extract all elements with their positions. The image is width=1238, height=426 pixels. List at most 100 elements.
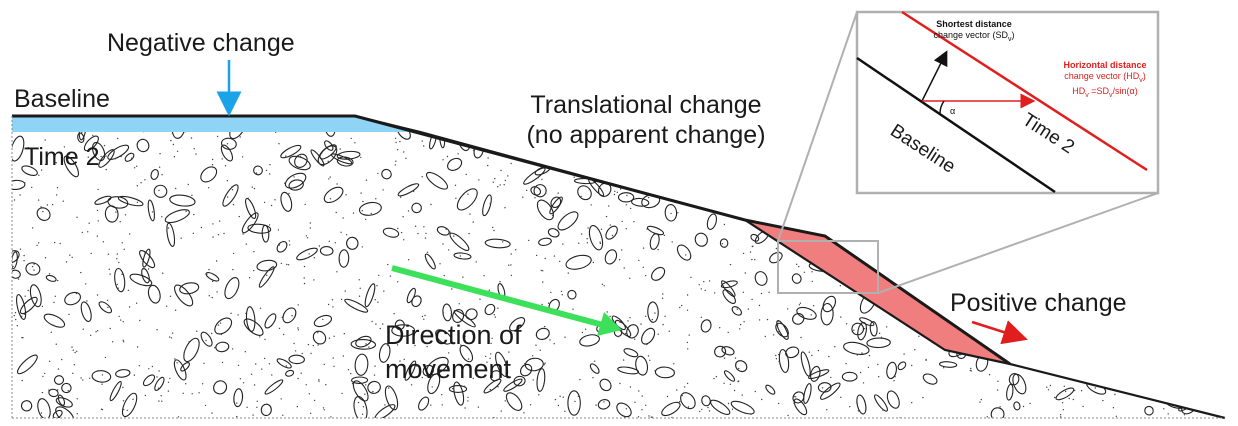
sediment-clast <box>215 341 230 353</box>
sediment-grain <box>116 258 118 260</box>
sediment-clast <box>533 184 547 198</box>
sediment-grain <box>372 283 374 286</box>
sediment-grain <box>625 228 627 230</box>
sediment-grain <box>96 235 99 237</box>
sediment-grain <box>467 396 469 399</box>
sediment-grain <box>1172 229 1175 231</box>
sediment-grain <box>291 314 293 317</box>
sediment-grain <box>97 220 99 222</box>
sediment-grain <box>1104 344 1106 346</box>
sediment-clast <box>1144 405 1154 416</box>
sediment-grain <box>143 268 145 270</box>
sediment-grain <box>502 241 504 243</box>
sediment-grain <box>361 246 363 248</box>
sediment-grain <box>811 271 813 273</box>
sediment-grain <box>288 240 291 242</box>
sediment-grain <box>609 315 611 318</box>
sediment-clast <box>1081 194 1091 204</box>
sediment-grain <box>116 283 119 286</box>
sediment-grain <box>903 353 905 355</box>
sediment-grain <box>493 229 495 232</box>
sediment-grain <box>303 282 306 285</box>
sediment-grain <box>490 144 492 146</box>
sediment-grain <box>253 384 256 386</box>
sediment-clast <box>109 381 122 402</box>
sediment-grain <box>544 362 546 364</box>
sediment-clast <box>635 355 649 376</box>
sediment-grain <box>1115 415 1118 417</box>
sediment-grain <box>1109 346 1112 349</box>
sediment-grain <box>959 211 961 213</box>
sediment-grain <box>80 377 82 379</box>
sediment-grain <box>533 185 536 188</box>
sediment-grain <box>918 335 920 337</box>
sediment-grain <box>715 375 718 378</box>
sediment-grain <box>1195 234 1197 237</box>
sediment-grain <box>458 303 460 305</box>
sediment-grain <box>540 269 542 272</box>
sediment-grain <box>180 237 182 239</box>
sediment-clast <box>1175 350 1188 363</box>
sediment-grain <box>205 339 207 342</box>
sediment-grain <box>403 151 405 153</box>
sediment-grain <box>417 232 419 235</box>
sediment-grain <box>1037 226 1040 228</box>
sediment-grain <box>44 372 46 375</box>
sediment-clast <box>280 191 293 212</box>
sediment-grain <box>642 247 645 249</box>
sediment-grain <box>136 346 139 348</box>
sediment-clast <box>12 135 25 162</box>
sediment-grain <box>753 169 755 171</box>
sediment-grain <box>686 294 689 296</box>
sediment-clast <box>874 394 888 412</box>
sediment-clast <box>83 135 99 152</box>
sediment-grain <box>67 390 69 392</box>
sediment-grain <box>327 160 329 162</box>
sediment-grain <box>1202 202 1204 204</box>
sediment-grain <box>510 253 512 255</box>
sediment-grain <box>166 305 168 307</box>
sediment-grain <box>335 211 337 214</box>
sediment-grain <box>71 346 73 348</box>
sediment-grain <box>1171 358 1174 360</box>
sediment-grain <box>1109 339 1111 342</box>
sediment-grain <box>333 335 335 337</box>
sediment-clast <box>1179 357 1199 377</box>
sediment-grain <box>42 375 44 378</box>
sediment-grain <box>849 182 852 185</box>
sediment-grain <box>1135 229 1138 231</box>
sediment-grain <box>741 394 743 396</box>
sediment-clast <box>114 267 126 293</box>
sediment-grain <box>898 248 900 250</box>
sediment-grain <box>157 387 160 389</box>
sediment-grain <box>328 178 330 180</box>
sediment-clast <box>617 192 635 203</box>
sediment-grain <box>777 331 779 333</box>
sediment-grain <box>1090 328 1093 331</box>
sediment-grain <box>967 270 969 272</box>
sediment-grain <box>182 392 184 394</box>
sediment-grain <box>1154 284 1157 286</box>
sediment-grain <box>327 303 330 306</box>
sediment-grain <box>510 162 512 165</box>
sediment-grain <box>288 192 290 195</box>
sediment-grain <box>524 363 526 365</box>
sediment-grain <box>478 179 480 181</box>
sediment-grain <box>1202 205 1204 207</box>
sediment-grain <box>341 392 343 395</box>
sediment-clast <box>1144 272 1158 287</box>
shortest-distance-label: Shortest distance change vector (SDv) <box>931 19 1017 45</box>
sediment-grain <box>1154 336 1156 338</box>
sediment-grain <box>475 261 477 263</box>
sediment-clast <box>999 218 1016 239</box>
sediment-grain <box>360 192 362 194</box>
sediment-clast <box>742 178 766 189</box>
sediment-grain <box>82 328 85 330</box>
time2-surface <box>354 114 1226 420</box>
sediment-grain <box>159 153 161 155</box>
sediment-grain <box>925 359 927 361</box>
sediment-grain <box>839 285 841 287</box>
sediment-grain <box>777 324 779 326</box>
sediment-clast <box>147 199 155 222</box>
sediment-grain <box>787 414 789 417</box>
